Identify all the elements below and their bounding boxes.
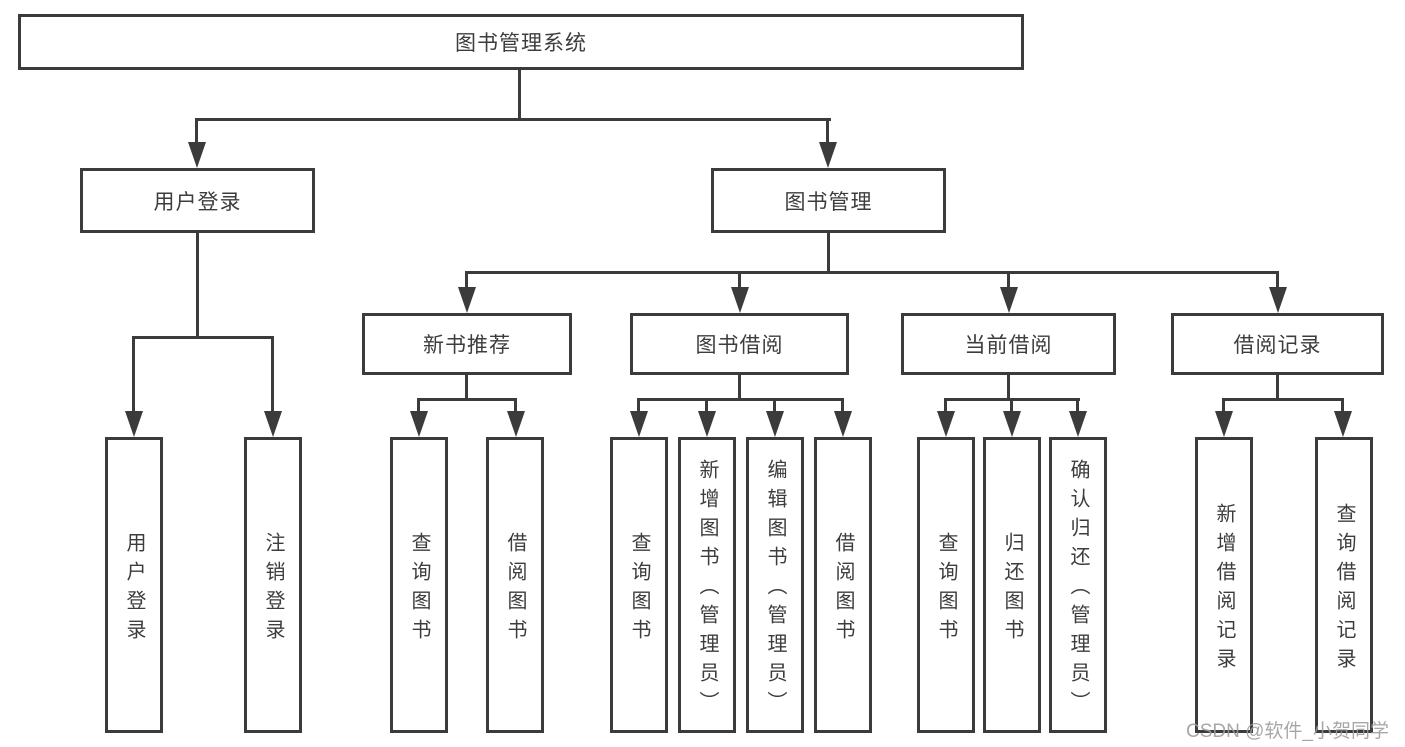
- arrow-down-icon: [1000, 287, 1018, 313]
- leaf-add-borrow-record: 新增借阅记录: [1195, 437, 1253, 733]
- leaf-borrow-query-book: 查询图书: [610, 437, 668, 733]
- leaf-confirm-return-admin-label: 确认归还（管理员）: [1067, 459, 1089, 720]
- leaf-add-book-admin: 新增图书（管理员）: [678, 437, 736, 733]
- connector-line: [514, 398, 517, 413]
- connector-line: [1007, 271, 1010, 289]
- arrow-down-icon: [819, 142, 837, 168]
- arrow-down-icon: [698, 411, 716, 437]
- leaf-edit-book-admin-label: 编辑图书（管理员）: [764, 459, 786, 720]
- connector-line: [826, 118, 829, 146]
- leaf-current-query-book-label: 查询图书: [935, 531, 957, 648]
- node-book-management: 图书管理: [711, 168, 946, 233]
- watermark: CSDN @软件_小贺同学: [1186, 721, 1389, 742]
- arrow-down-icon: [766, 411, 784, 437]
- leaf-add-borrow-record-label: 新增借阅记录: [1213, 502, 1235, 677]
- node-book-management-label: 图书管理: [784, 190, 873, 214]
- node-book-borrow: 图书借阅: [630, 313, 849, 375]
- node-new-book-recommend-label: 新书推荐: [423, 334, 511, 357]
- leaf-borrow-query-book-label: 查询图书: [628, 531, 650, 648]
- leaf-query-borrow-record: 查询借阅记录: [1315, 437, 1373, 733]
- arrow-down-icon: [731, 287, 749, 313]
- connector-line: [518, 70, 521, 118]
- leaf-user-login-label: 用户登录: [123, 531, 145, 648]
- leaf-borrow-book: 借阅图书: [814, 437, 872, 733]
- connector-line: [1222, 398, 1225, 413]
- connector-line: [417, 398, 420, 413]
- arrow-down-icon: [1334, 411, 1352, 437]
- leaf-confirm-return-admin: 确认归还（管理员）: [1049, 437, 1107, 733]
- leaf-return-book-label: 归还图书: [1001, 531, 1023, 648]
- arrow-down-icon: [507, 411, 525, 437]
- node-library-management-system: 图书管理系统: [18, 14, 1024, 70]
- node-book-borrow-label: 图书借阅: [695, 334, 784, 357]
- leaf-current-query-book: 查询图书: [917, 437, 975, 733]
- node-user-login: 用户登录: [80, 168, 315, 233]
- connector-line: [1007, 375, 1010, 400]
- node-user-login-label: 用户登录: [153, 190, 242, 214]
- connector-line: [465, 271, 1279, 274]
- node-library-management-system-label: 图书管理系统: [455, 32, 587, 55]
- connector-line: [637, 398, 844, 401]
- connector-line: [738, 271, 741, 289]
- arrow-down-icon: [1215, 411, 1233, 437]
- leaf-edit-book-admin: 编辑图书（管理员）: [746, 437, 804, 733]
- connector-line: [944, 398, 947, 413]
- node-borrow-records: 借阅记录: [1171, 313, 1384, 375]
- connector-line: [773, 398, 776, 413]
- arrow-down-icon: [937, 411, 955, 437]
- connector-line: [1341, 398, 1344, 413]
- connector-line: [465, 375, 468, 400]
- connector-line: [132, 336, 135, 413]
- leaf-newrec-query-book: 查询图书: [390, 437, 448, 733]
- connector-line: [1010, 398, 1013, 413]
- arrow-down-icon: [264, 411, 282, 437]
- leaf-add-book-admin-label: 新增图书（管理员）: [696, 459, 718, 720]
- leaf-query-borrow-record-label: 查询借阅记录: [1333, 502, 1355, 677]
- connector-line: [1076, 398, 1079, 413]
- connector-line: [827, 233, 830, 274]
- connector-line: [841, 398, 844, 413]
- leaf-newrec-borrow-book-label: 借阅图书: [504, 531, 526, 648]
- connector-line: [705, 398, 708, 413]
- connector-line: [637, 398, 640, 413]
- arrow-down-icon: [125, 411, 143, 437]
- connector-line: [195, 118, 198, 146]
- arrow-down-icon: [834, 411, 852, 437]
- arrow-down-icon: [458, 287, 476, 313]
- arrow-down-icon: [410, 411, 428, 437]
- leaf-logout-label: 注销登录: [262, 531, 284, 648]
- arrow-down-icon: [1003, 411, 1021, 437]
- node-borrow-records-label: 借阅记录: [1233, 334, 1322, 357]
- connector-line: [465, 271, 468, 289]
- arrow-down-icon: [1269, 287, 1287, 313]
- connector-line: [271, 336, 274, 413]
- node-new-book-recommend: 新书推荐: [362, 313, 572, 375]
- leaf-logout: 注销登录: [244, 437, 302, 733]
- connector-line: [1276, 271, 1279, 289]
- arrow-down-icon: [630, 411, 648, 437]
- node-current-borrow-label: 当前借阅: [964, 334, 1053, 357]
- leaf-newrec-query-book-label: 查询图书: [408, 531, 430, 648]
- connector-line: [417, 398, 517, 401]
- node-current-borrow: 当前借阅: [901, 313, 1116, 375]
- leaf-user-login: 用户登录: [105, 437, 163, 733]
- connector-line: [132, 336, 274, 339]
- arrow-down-icon: [1069, 411, 1087, 437]
- arrow-down-icon: [188, 142, 206, 168]
- leaf-return-book: 归还图书: [983, 437, 1041, 733]
- connector-line: [738, 375, 741, 400]
- leaf-borrow-book-label: 借阅图书: [832, 531, 854, 648]
- connector-line: [196, 233, 199, 339]
- leaf-newrec-borrow-book: 借阅图书: [486, 437, 544, 733]
- connector-line: [1276, 375, 1279, 400]
- connector-line: [196, 118, 831, 121]
- connector-line: [1222, 398, 1344, 401]
